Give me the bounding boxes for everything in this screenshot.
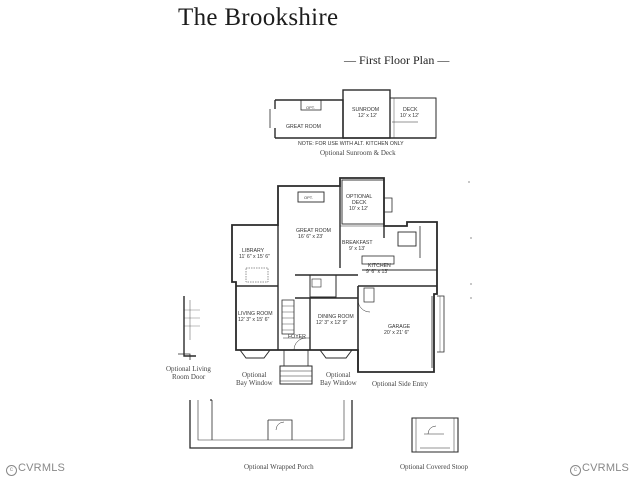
room-size-library: 11' 6" x 15' 6" [239, 254, 270, 260]
room-label-garage: GARAGE [388, 324, 411, 330]
watermark-right-text: CVRMLS [582, 462, 630, 474]
room-size-optional-deck: 10' x 12' [349, 206, 368, 212]
room-size-sunroom: 12' x 12' [358, 113, 377, 119]
caption-bay-left-1: Optional [242, 371, 267, 379]
caption-living-door-2: Room Door [172, 373, 206, 381]
room-label-optional-deck-2: DECK [352, 200, 367, 206]
room-label-foyer: FOYER [288, 334, 306, 340]
room-label-great-room: GREAT ROOM [296, 228, 331, 234]
room-size-garage: 20' x 21' 6" [384, 330, 410, 336]
room-size-kitchen: 9' 6" x 13' [366, 269, 389, 275]
caption-wrapped-porch: Optional Wrapped Porch [244, 463, 314, 471]
fireplace-label-alt: OPT. [306, 105, 315, 110]
room-size-dining-room: 12' 3" x 12' 9" [316, 320, 348, 326]
room-label-library: LIBRARY [242, 248, 265, 254]
fireplace-label: OPT. [304, 195, 313, 200]
room-label-great-room-alt: GREAT ROOM [286, 124, 321, 130]
caption-living-door-1: Optional Living [166, 365, 211, 373]
room-label-sunroom: SUNROOM [352, 107, 380, 113]
main-floor-plan [231, 177, 445, 385]
wrapped-porch-inset [189, 399, 353, 449]
room-size-great-room: 16' 6" x 23' [298, 234, 324, 240]
sunroom-note: NOTE: FOR USE WITH ALT. KITCHEN ONLY [298, 141, 404, 147]
caption-covered-stoop: Optional Covered Stoop [400, 463, 469, 471]
room-size-deck-alt: 10' x 12' [400, 113, 419, 119]
caption-side-entry: Optional Side Entry [372, 380, 428, 388]
caption-bay-left-2: Bay Window [236, 379, 273, 387]
covered-stoop-inset [411, 417, 459, 453]
watermark-left-text: CVRMLS [18, 462, 66, 474]
room-size-living-room: 12' 3" x 15' 6" [238, 317, 270, 323]
room-label-optional-deck: OPTIONAL [346, 194, 373, 200]
copyright-icon: c [570, 465, 581, 476]
living-room-door-inset [178, 296, 200, 360]
room-label-breakfast: BREAKFAST [342, 240, 373, 246]
room-label-living-room: LIVING ROOM [238, 311, 273, 317]
caption-sunroom-deck: Optional Sunroom & Deck [320, 149, 396, 157]
right-margin-ticks [468, 181, 472, 299]
plan-subtitle: — First Floor Plan — [344, 53, 450, 67]
room-label-dining-room: DINING ROOM [318, 314, 354, 320]
sunroom-deck-inset [269, 89, 437, 139]
room-label-deck-alt: DECK [403, 107, 418, 113]
caption-bay-right-2: Bay Window [320, 379, 357, 387]
room-size-breakfast: 9' x 13' [349, 246, 366, 252]
plan-title: The Brookshire [178, 4, 339, 31]
room-label-kitchen: KITCHEN [368, 263, 391, 269]
caption-bay-right-1: Optional [326, 371, 351, 379]
copyright-icon: c [6, 465, 17, 476]
